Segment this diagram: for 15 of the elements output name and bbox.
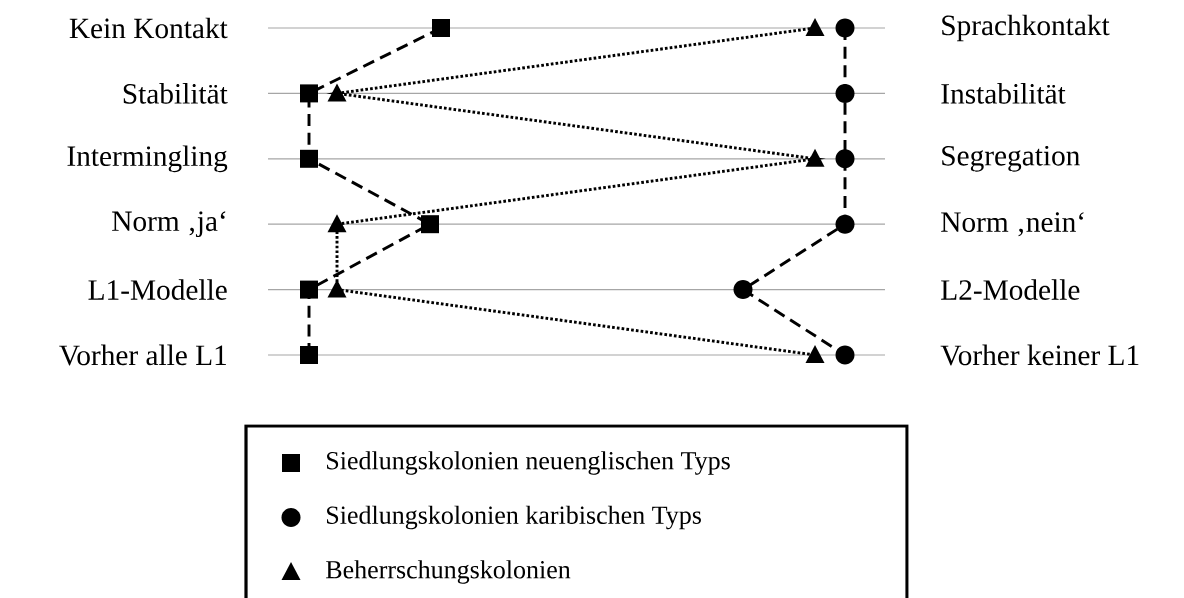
legend-text: Siedlungskolonien karibischen Typs [327, 505, 701, 530]
row-label: L2-Modelle [941, 279, 1080, 300]
row-label: Stabilität [123, 83, 228, 104]
row-label: Vorher alle L1 [59, 344, 226, 366]
row-label: Sprachkontakt [942, 14, 1110, 42]
row-label: Intermingling [67, 145, 228, 173]
row-label: Segregation [942, 145, 1080, 172]
row-label: Vorher keiner L1 [940, 344, 1139, 366]
row-label: L1-Modelle [88, 279, 227, 300]
row-label: Norm ‚nein‘ [941, 212, 1084, 237]
row-label: Norm ‚ja‘ [112, 211, 226, 238]
legend-text: Siedlungskolonien neuenglischen Typs [327, 451, 730, 475]
row-label: Kein Kontakt [69, 17, 228, 39]
legend-text: Beherrschungskolonien [326, 560, 571, 584]
row-label: Instabilität [941, 83, 1066, 104]
